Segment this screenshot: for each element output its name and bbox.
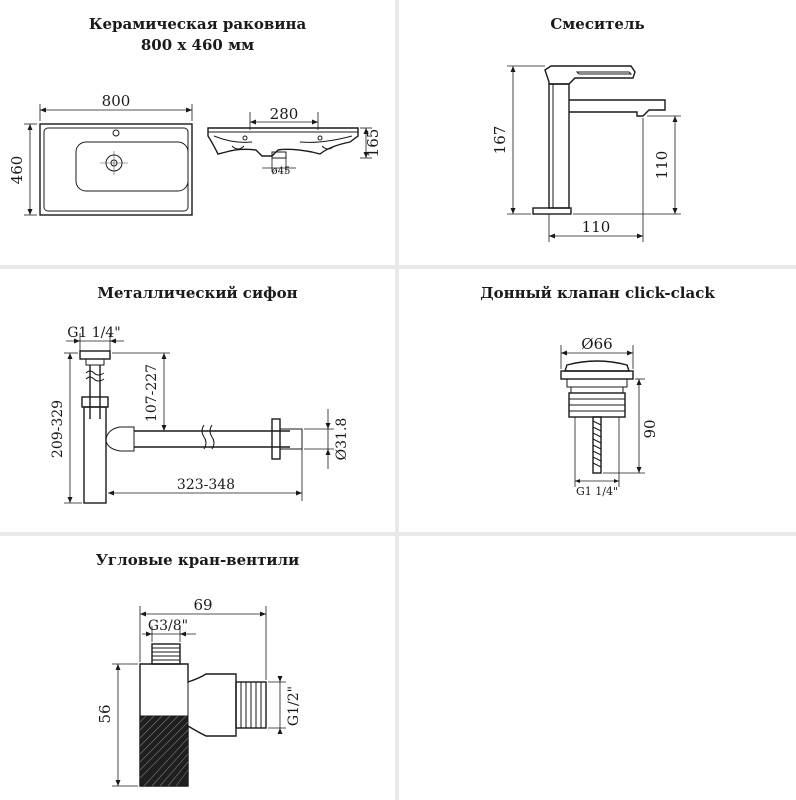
siphon-inlet-cap xyxy=(79,350,111,360)
title-line-1: Металлический сифон xyxy=(97,284,298,302)
panel-title: Донный клапан click-clack xyxy=(399,283,796,304)
valve-diameter-label: Ø66 xyxy=(581,335,612,353)
faucet-base xyxy=(532,207,572,215)
valve-height-label: 90 xyxy=(641,419,659,438)
angle-valve-drawing-icon: 69 G3/8" G1/2" 56 xyxy=(96,596,302,787)
faucet-height-label: 167 xyxy=(491,126,509,155)
panel-siphon: Металлический сифон G1 1/4" xyxy=(0,269,395,532)
siphon-inlet-height-label: 107-227 xyxy=(144,364,160,422)
angle-valve-inlet-thread xyxy=(151,643,181,665)
faucet-spout-height-label: 110 xyxy=(653,151,671,180)
panel-angle-valve: Угловые кран-вентили 69 xyxy=(0,536,395,800)
siphon-total-height-label: 209-329 xyxy=(50,400,66,458)
angle-valve-height-label: 56 xyxy=(96,704,114,723)
siphon-outlet-flange xyxy=(271,418,281,460)
panel-title: Керамическая раковина 800 х 460 мм xyxy=(0,14,395,56)
siphon-outlet-label: Ø31.8 xyxy=(334,418,350,461)
faucet-lever xyxy=(544,65,636,85)
title-line-1: Донный клапан click-clack xyxy=(480,284,715,302)
sink-drain-label: ø45 xyxy=(272,166,291,177)
sink-outline xyxy=(39,123,193,216)
panel-title: Металлический сифон xyxy=(0,283,395,304)
panel-empty xyxy=(399,536,796,800)
sink-width-label: 800 xyxy=(102,92,131,110)
faucet-drawing-icon: 167 110 110 xyxy=(491,65,681,242)
valve-thread-label: G1 1/4" xyxy=(576,485,618,498)
angle-valve-width-label: 69 xyxy=(193,596,212,614)
sink-height-label: 460 xyxy=(8,156,26,185)
siphon-drawing-icon: G1 1/4" 209-329 107-227 323-348 Ø31.8 xyxy=(50,325,350,504)
title-line-2: 800 х 460 мм xyxy=(140,36,255,54)
siphon-thread-label: G1 1/4" xyxy=(67,325,121,341)
angle-valve-inlet-label: G3/8" xyxy=(148,618,188,634)
tap-hole xyxy=(112,129,120,137)
siphon-length-label: 323-348 xyxy=(177,477,235,493)
siphon-bottle xyxy=(83,406,107,504)
title-line-1: Смеситель xyxy=(550,15,645,33)
title-line-1: Угловые кран-вентили xyxy=(95,551,300,569)
faucet-body xyxy=(548,83,570,209)
title-line-1: Керамическая раковина xyxy=(88,15,307,33)
sink-depth-label: 280 xyxy=(270,105,299,123)
click-clack-valve-drawing-icon: Ø66 90 G1 1/4" xyxy=(560,335,659,498)
panel-title: Смеситель xyxy=(399,14,796,35)
sink-drawing-icon: 800 460 280 165 xyxy=(8,92,382,216)
angle-valve-body xyxy=(139,663,237,787)
sink-bowl xyxy=(75,141,189,192)
panel-faucet: Смеситель 167 110 110 xyxy=(399,0,796,265)
panel-valve: Донный клапан click-clack Ø66 xyxy=(399,269,796,532)
angle-valve-outlet-label: G1/2" xyxy=(286,686,302,726)
drain-neck xyxy=(271,151,287,159)
panel-sink: Керамическая раковина 800 х 460 мм 800 xyxy=(0,0,395,265)
sink-rim xyxy=(43,127,189,212)
angle-valve-handle xyxy=(139,715,189,787)
valve-cap xyxy=(564,360,630,372)
sink-side-label: 165 xyxy=(364,129,382,158)
panel-title: Угловые кран-вентили xyxy=(0,550,395,571)
faucet-spout xyxy=(569,99,666,117)
faucet-reach-label: 110 xyxy=(582,218,611,236)
